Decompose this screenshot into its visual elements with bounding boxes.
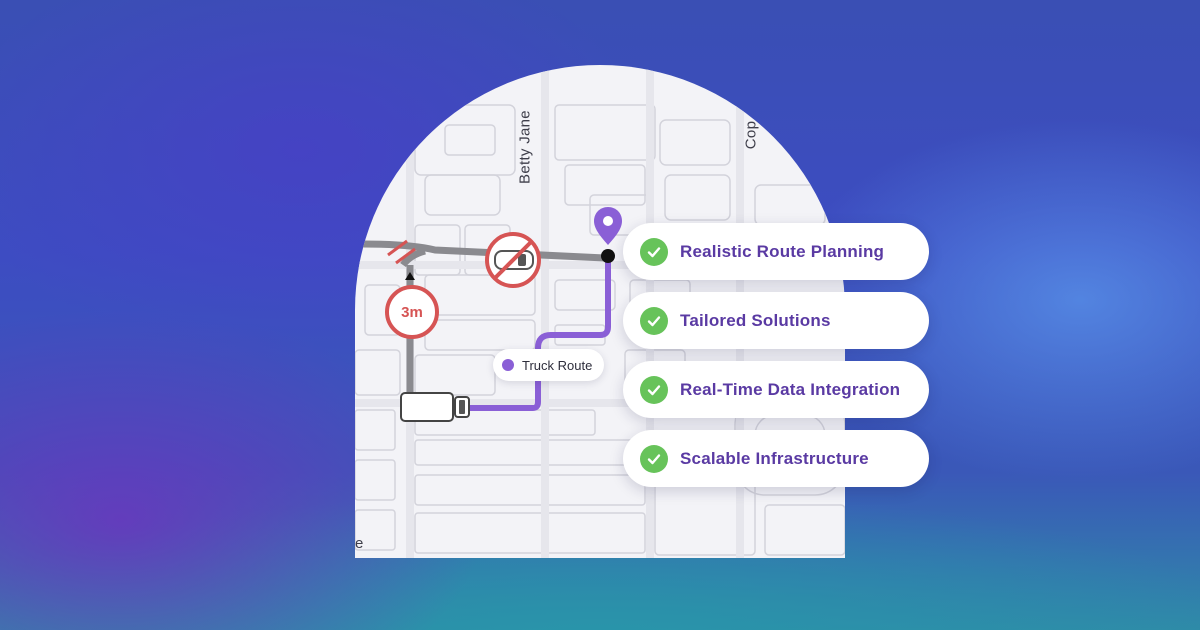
height-limit-icon: 3m (385, 285, 439, 339)
route-color-dot (502, 359, 514, 371)
feature-label: Real-Time Data Integration (680, 379, 901, 399)
truck-route-line (455, 258, 611, 411)
feature-item: Scalable Infrastructure (623, 430, 929, 487)
check-icon (640, 306, 668, 335)
feature-label: Realistic Route Planning (680, 241, 885, 261)
feature-label: Tailored Solutions (680, 310, 831, 330)
feature-item: Realistic Route Planning (623, 223, 929, 280)
street-label-cop: Cop (742, 120, 760, 150)
truck-icon (400, 392, 470, 422)
truck-route-chip: Truck Route (493, 349, 605, 381)
check-icon (640, 375, 668, 404)
truck-route-label: Truck Route (522, 357, 593, 373)
road-closure-marks (387, 239, 416, 265)
blocked-route (359, 240, 612, 262)
feature-label: Scalable Infrastructure (680, 448, 869, 468)
height-limit-label: 3m (401, 303, 423, 321)
street-label-fragment: e (355, 535, 364, 552)
check-icon (640, 444, 668, 473)
street-label-betty-jane: Betty Jane (516, 110, 534, 184)
destination-dot (601, 249, 615, 263)
check-icon (640, 237, 668, 266)
no-entry-icon (485, 232, 541, 288)
feature-item: Tailored Solutions (623, 292, 929, 349)
feature-item: Real-Time Data Integration (623, 361, 929, 418)
feature-list: Realistic Route Planning Tailored Soluti… (623, 223, 929, 499)
location-pin-icon (594, 207, 622, 245)
